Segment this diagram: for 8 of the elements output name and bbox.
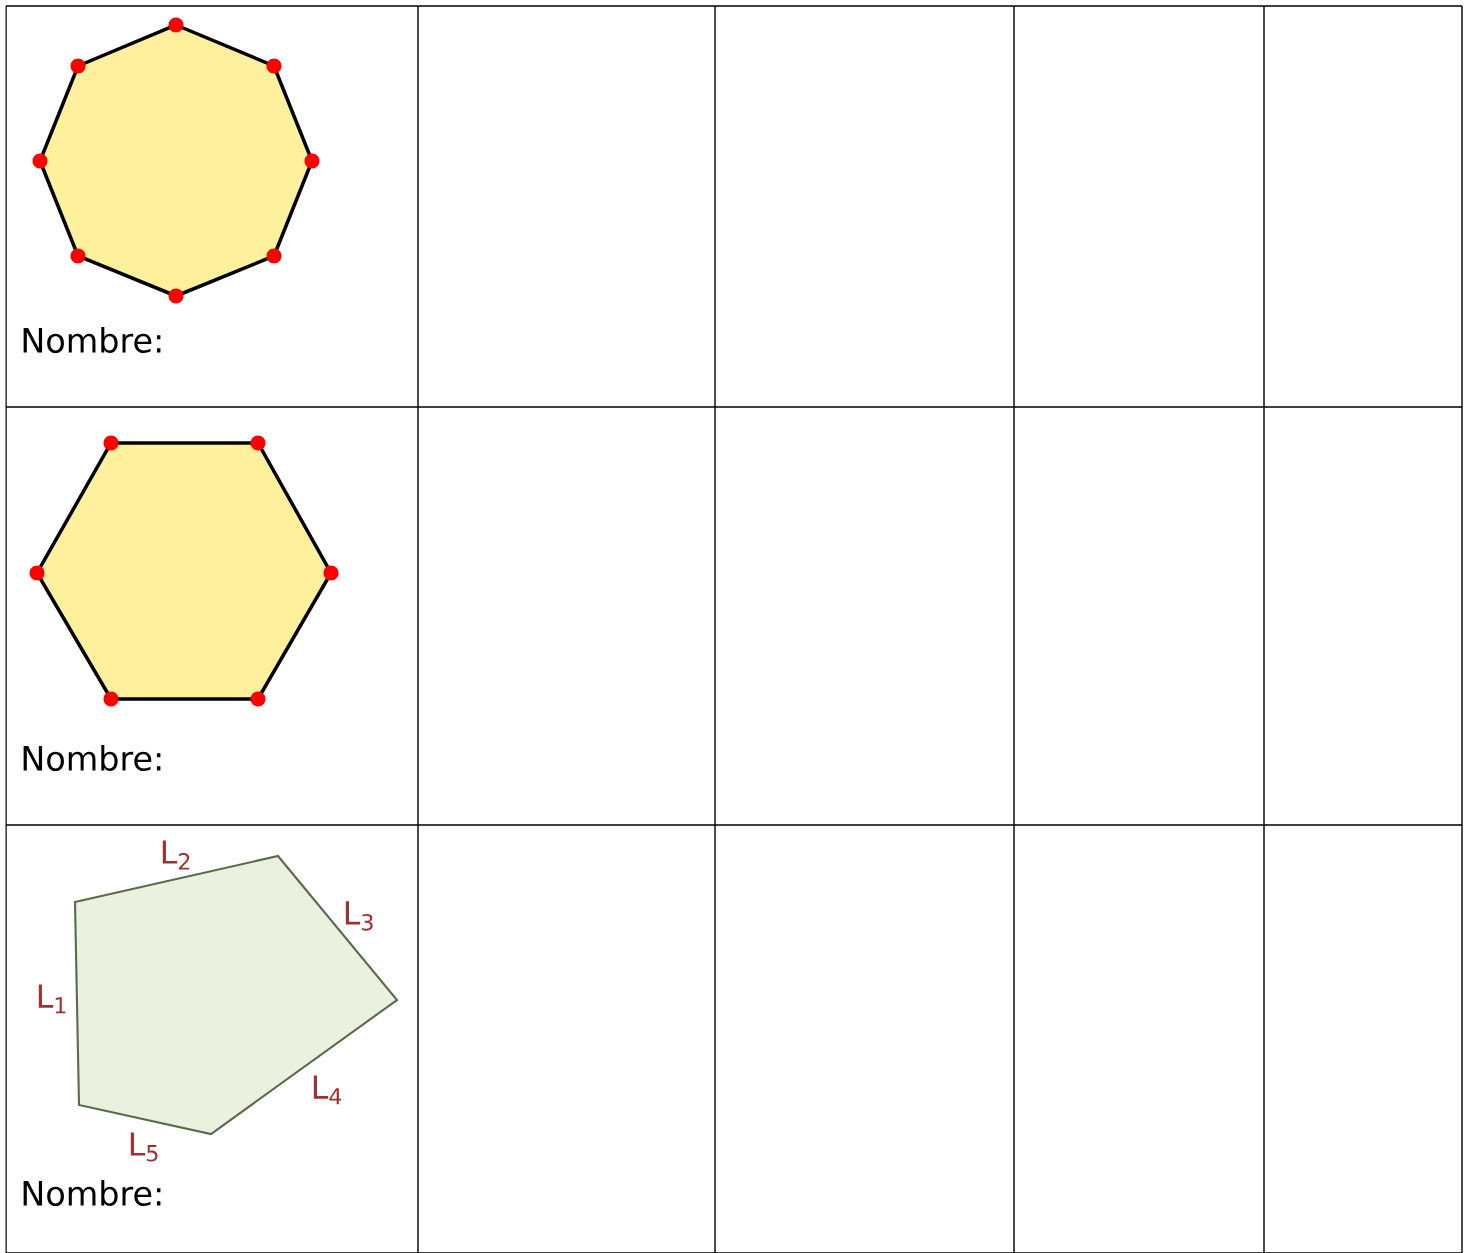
side-label: L$_{3}$ <box>345 901 373 931</box>
answer-label: Nombre: <box>23 1180 161 1206</box>
side-label: L$_{4}$ <box>313 1075 342 1105</box>
side-label: L$_{5}$ <box>130 1132 158 1162</box>
side-label: L$_{1}$ <box>38 984 66 1014</box>
answer-label: Nombre: <box>23 745 161 771</box>
side-label: L$_{2}$ <box>162 840 190 870</box>
answer-label: Nombre: <box>23 327 161 353</box>
